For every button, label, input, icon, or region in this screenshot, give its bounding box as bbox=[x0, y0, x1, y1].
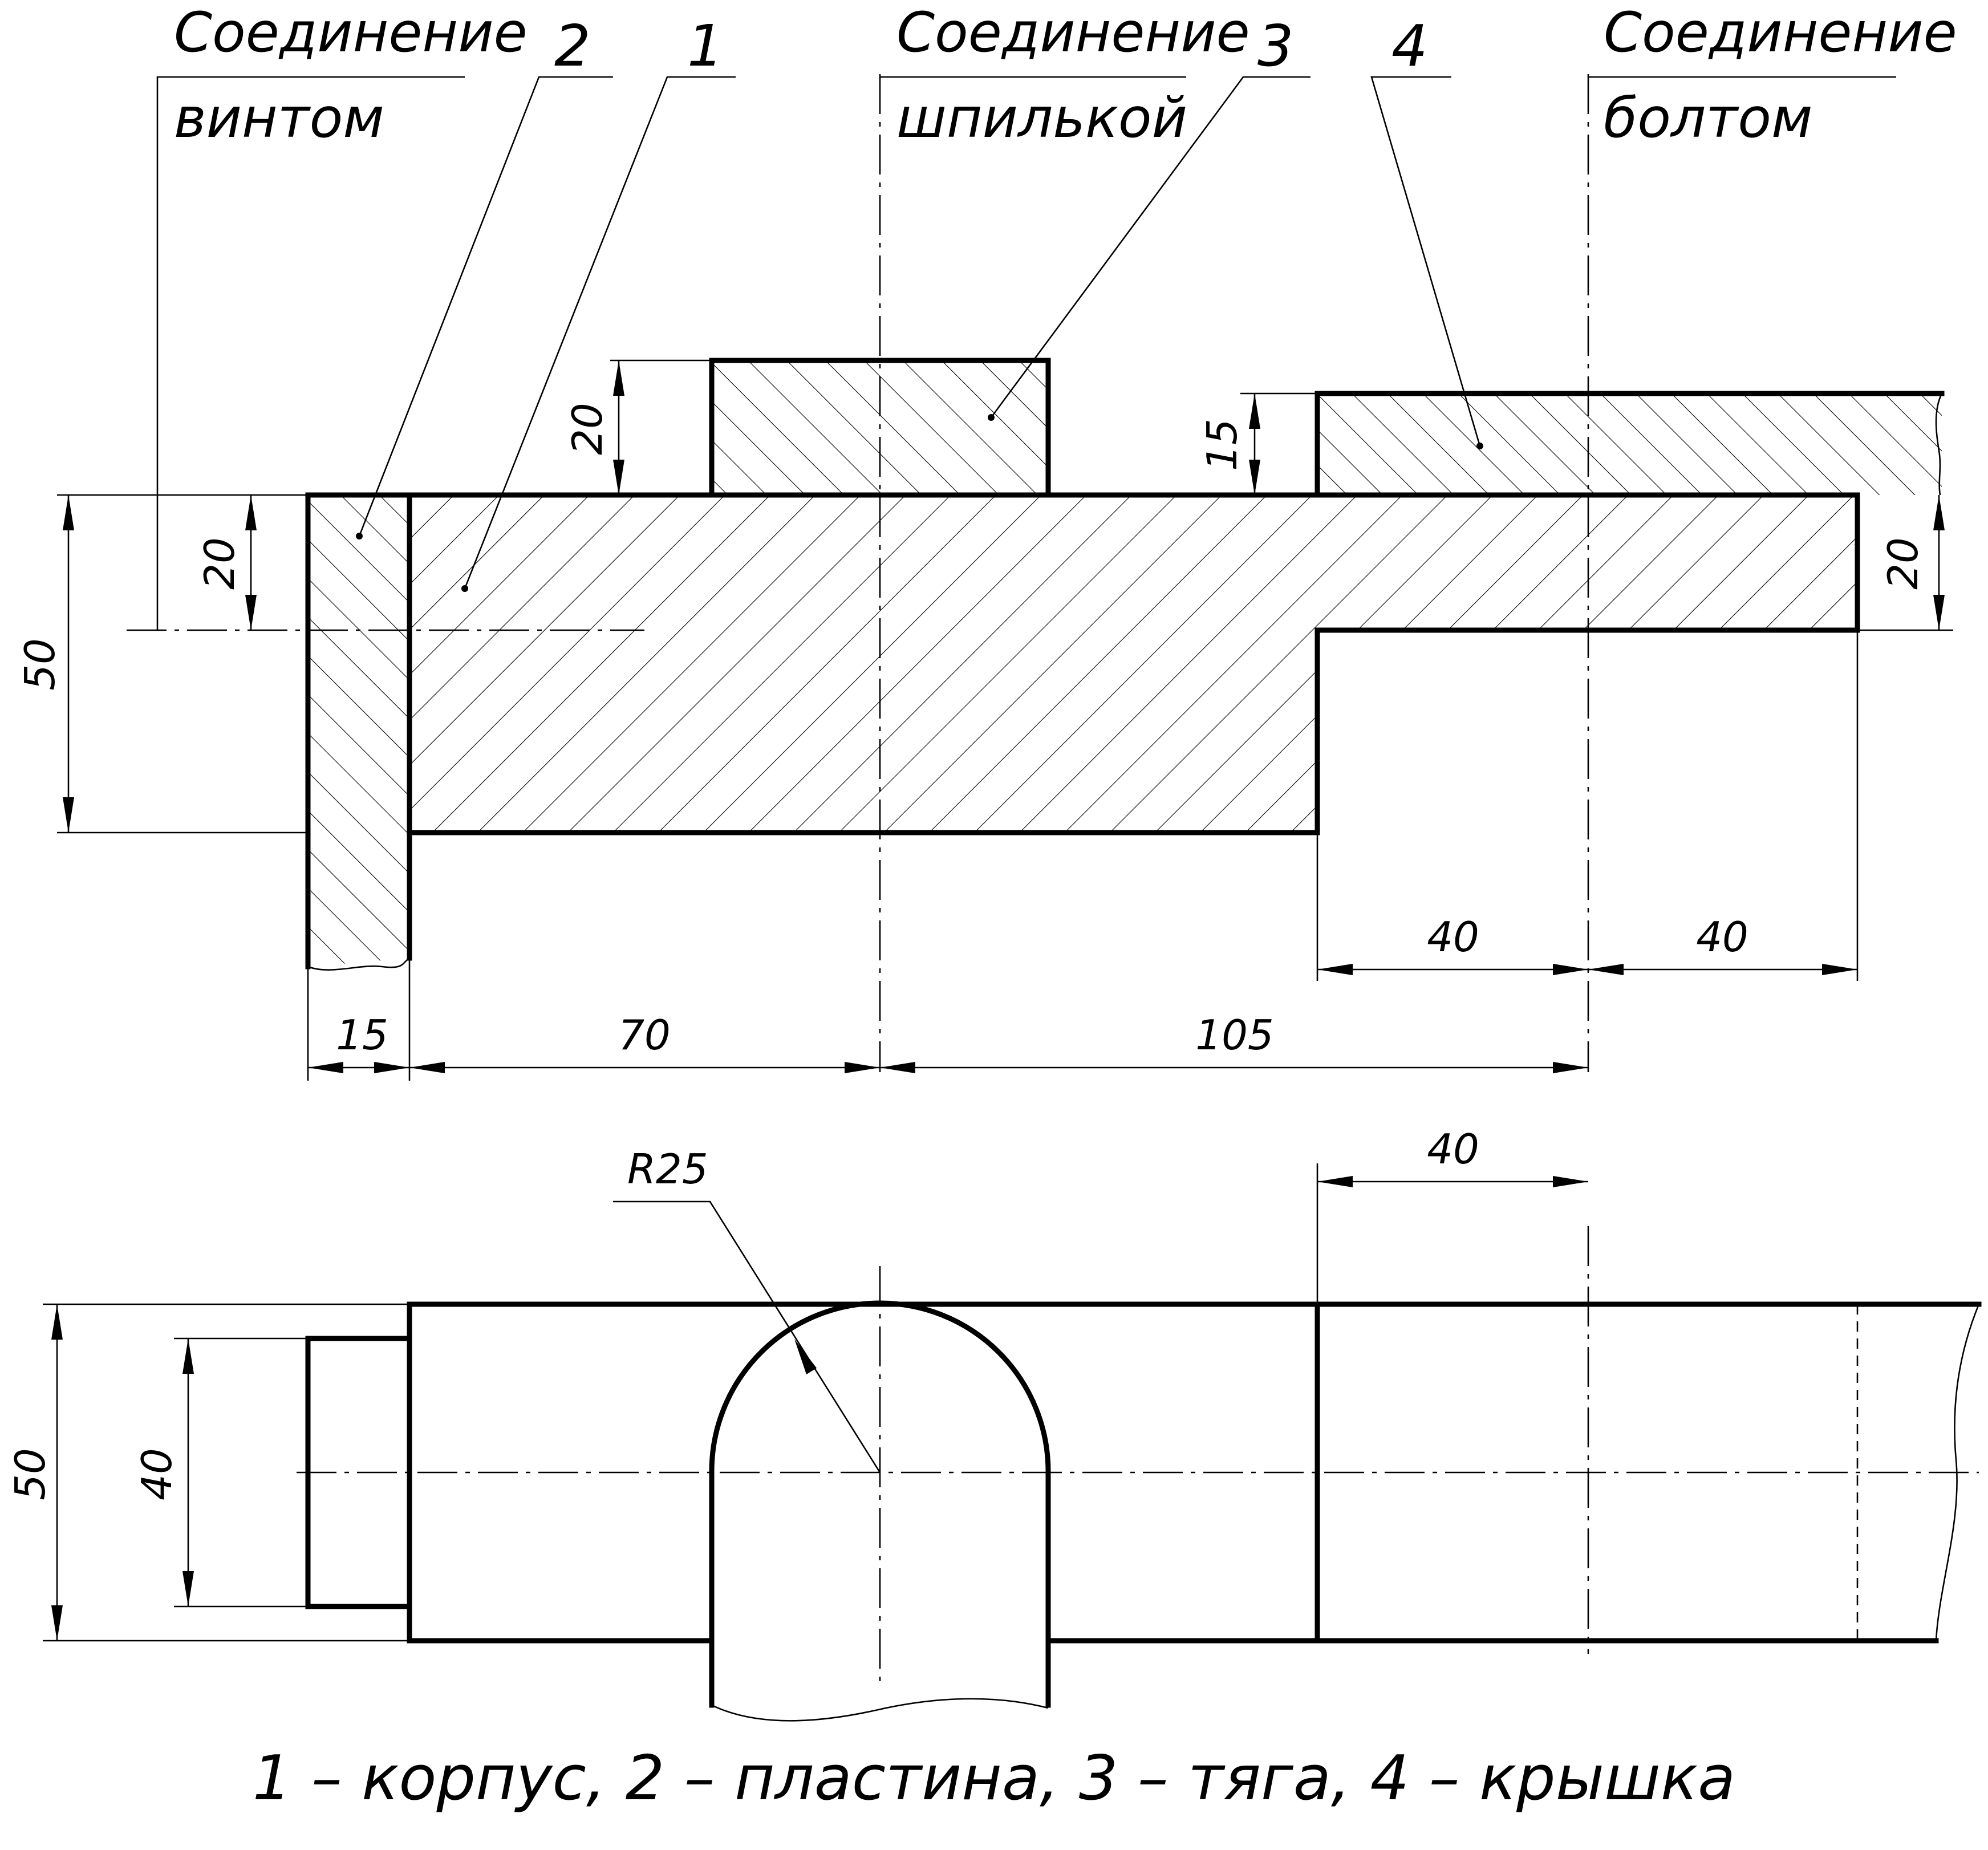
dim-label: 20 bbox=[1879, 537, 1927, 590]
dim-top-plate-40: 40 bbox=[133, 1337, 308, 1608]
dim-bottom-chain: 15 70 105 bbox=[307, 958, 1588, 1081]
dim-radius-label: R25 bbox=[627, 1145, 708, 1193]
stud-label-line2: шпилькой bbox=[896, 86, 1187, 150]
screw-label-line2: винтом bbox=[174, 86, 384, 150]
top-view: R25 40 50 40 bbox=[6, 1125, 1982, 1722]
link-outline bbox=[709, 358, 1051, 498]
stud-label-line1: Соединение bbox=[896, 1, 1250, 64]
pos3-leader bbox=[990, 76, 1311, 418]
dim-40-40: 40 40 bbox=[1316, 630, 1859, 981]
front-view: Соединение винтом Соединение шпилькой Со… bbox=[16, 1, 1957, 1081]
screw-label-line1: Соединение bbox=[174, 1, 528, 64]
dim-label: 20 bbox=[563, 403, 611, 455]
dim-label-70: 70 bbox=[618, 1011, 671, 1059]
bolt-label-line1: Соединение bbox=[1604, 1, 1957, 64]
top-link-break-line bbox=[711, 1698, 1049, 1722]
dim-cover-height-15: 15 bbox=[1198, 392, 1317, 495]
dim-right-step-20: 20 bbox=[1857, 495, 1953, 631]
plate-section-hatch bbox=[308, 495, 409, 967]
plate-outline bbox=[305, 492, 412, 969]
pos4-leader bbox=[1370, 76, 1481, 447]
dim-radius-leader bbox=[613, 1200, 881, 1473]
position-1: 1 bbox=[687, 13, 724, 79]
parts-caption: 1 – корпус, 2 – пластина, 3 – тяга, 4 – … bbox=[253, 1743, 1735, 1814]
dim-front-height-50: 50 bbox=[16, 494, 308, 834]
dim-link-height-20: 20 bbox=[563, 359, 712, 495]
screw-label-leader bbox=[156, 76, 465, 630]
dim-label: 15 bbox=[1198, 419, 1246, 471]
bolt-label-line2: болтом bbox=[1604, 86, 1812, 150]
dim-label-105: 105 bbox=[1195, 1011, 1273, 1059]
dim-top-height-50: 50 bbox=[6, 1303, 409, 1642]
position-2: 2 bbox=[554, 13, 591, 79]
plate-break-line bbox=[307, 957, 410, 971]
position-3: 3 bbox=[1257, 13, 1294, 79]
pos1-leader bbox=[464, 76, 736, 589]
cover-break-line bbox=[1935, 393, 1943, 496]
dim-top-40: 40 bbox=[1316, 1125, 1588, 1304]
dim-label: 50 bbox=[16, 638, 64, 691]
dim-label: 40 bbox=[133, 1448, 181, 1500]
dim-label: 50 bbox=[6, 1448, 54, 1500]
cover-section-hatch bbox=[1317, 393, 1942, 495]
body-section-hatch bbox=[409, 495, 1857, 833]
body-outline bbox=[305, 492, 1860, 835]
dim-label-40a: 40 bbox=[1427, 913, 1479, 961]
dim-label: 20 bbox=[196, 537, 244, 590]
pos2-leader bbox=[358, 76, 613, 537]
dim-label-40b: 40 bbox=[1696, 913, 1748, 961]
dim-left-step-20: 20 bbox=[196, 495, 257, 630]
dim-label: 40 bbox=[1427, 1125, 1479, 1173]
dim-label-15: 15 bbox=[336, 1011, 388, 1059]
top-right-break-line bbox=[1935, 1304, 1980, 1641]
position-4: 4 bbox=[1391, 13, 1428, 79]
